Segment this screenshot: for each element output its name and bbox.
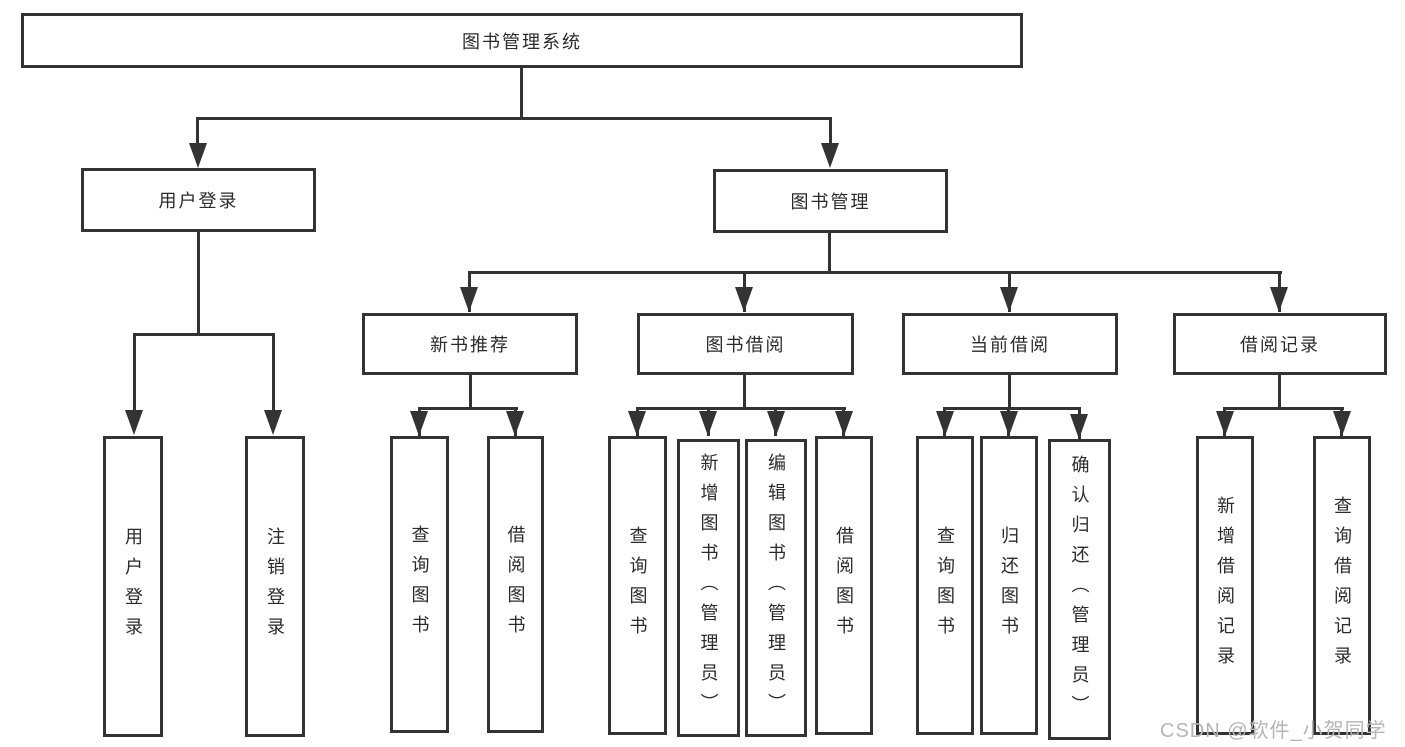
leaf-bb-add-books: 新增图书（管理员）: [677, 439, 740, 737]
connector-book-borrow-stem: [743, 375, 746, 410]
node-borrow-records: 借阅记录: [1173, 313, 1387, 375]
node-book-borrow-label: 图书借阅: [705, 335, 786, 355]
connector-leaf-shaft: [272, 333, 275, 411]
arrow-down-icon: [264, 410, 282, 435]
connector-user-login-shaft: [196, 117, 199, 163]
leaf-nb-borrow-books: 借阅图书: [487, 436, 544, 733]
connector-current-borrow-bus: [944, 407, 1081, 410]
node-root-label: 图书管理系统: [462, 31, 582, 52]
leaf-user-login: 用户登录: [103, 436, 163, 737]
leaf-cb-return-books-label: 归还图书: [999, 525, 1019, 646]
leaf-logout-login-label: 注销登录: [265, 526, 285, 647]
node-borrow-records-label: 借阅记录: [1240, 335, 1320, 355]
node-user-login: 用户登录: [81, 168, 316, 232]
arrow-down-icon: [1270, 287, 1288, 312]
leaf-cb-query-books-label: 查询图书: [935, 525, 955, 646]
leaf-cb-query-books: 查询图书: [916, 436, 974, 735]
arrow-down-icon: [699, 411, 717, 436]
connector-level2-bus: [197, 117, 832, 120]
node-book-management: 图书管理: [713, 169, 948, 233]
leaf-bb-add-books-label: 新增图书（管理员）: [698, 453, 719, 723]
leaf-br-query-record-label: 查询借阅记录: [1332, 495, 1352, 676]
connector-book-mgmt-stem: [828, 233, 831, 274]
arrow-down-icon: [1333, 411, 1351, 436]
arrow-down-icon: [460, 287, 478, 312]
connector-leaf-shaft: [133, 333, 136, 411]
leaf-br-query-record: 查询借阅记录: [1313, 436, 1371, 735]
arrow-down-icon: [189, 143, 207, 168]
node-new-book-recommend-label: 新书推荐: [430, 335, 510, 355]
leaf-bb-edit-books: 编辑图书（管理员）: [745, 439, 807, 737]
connector-book-mgmt-shaft: [829, 117, 832, 163]
connector-borrow-records-bus: [1223, 407, 1344, 410]
node-current-borrow: 当前借阅: [902, 313, 1118, 375]
connector-borrow-records-stem: [1278, 375, 1281, 410]
connector-level3-bus: [468, 271, 1282, 274]
leaf-user-login-label: 用户登录: [123, 526, 143, 647]
watermark: CSDN @软件_小贺同学: [1160, 720, 1387, 742]
leaf-nb-query-books: 查询图书: [390, 436, 449, 733]
leaf-bb-edit-books-label: 编辑图书（管理员）: [766, 453, 786, 723]
node-new-book-recommend: 新书推荐: [362, 313, 578, 375]
arrow-down-icon: [628, 411, 646, 436]
arrow-down-icon: [1000, 287, 1018, 312]
connector-current-borrow-stem: [1008, 375, 1011, 410]
node-user-login-label: 用户登录: [158, 191, 239, 211]
leaf-cb-confirm-return-label: 确认归还（管理员）: [1069, 454, 1090, 725]
leaf-br-add-record: 新增借阅记录: [1196, 436, 1254, 735]
connector-new-book-bus: [418, 407, 518, 410]
arrow-down-icon: [1000, 411, 1018, 436]
leaf-cb-confirm-return: 确认归还（管理员）: [1048, 439, 1111, 740]
node-book-borrow: 图书借阅: [637, 313, 854, 375]
leaf-bb-borrow-books-label: 借阅图书: [834, 525, 854, 646]
arrow-down-icon: [410, 411, 428, 436]
node-root: 图书管理系统: [21, 13, 1023, 68]
leaf-nb-borrow-books-label: 借阅图书: [505, 524, 526, 645]
arrow-down-icon: [936, 411, 954, 436]
leaf-bb-query-books-label: 查询图书: [627, 525, 648, 646]
connector-user-login-stem: [197, 232, 200, 336]
arrow-down-icon: [767, 411, 785, 436]
leaf-br-add-record-label: 新增借阅记录: [1215, 495, 1235, 676]
arrow-down-icon: [1216, 411, 1234, 436]
arrow-down-icon: [125, 410, 143, 435]
node-current-borrow-label: 当前借阅: [970, 335, 1050, 355]
leaf-nb-query-books-label: 查询图书: [409, 524, 430, 645]
connector-new-book-stem: [469, 375, 472, 410]
arrow-down-icon: [735, 287, 753, 312]
arrow-down-icon: [506, 411, 524, 436]
connector-book-borrow-bus: [636, 407, 846, 410]
node-book-management-label: 图书管理: [790, 192, 871, 212]
arrow-down-icon: [1070, 414, 1088, 439]
leaf-bb-query-books: 查询图书: [608, 436, 667, 735]
connector-root-stem: [520, 68, 523, 118]
leaf-logout-login: 注销登录: [245, 436, 305, 737]
leaf-bb-borrow-books: 借阅图书: [815, 436, 873, 735]
leaf-cb-return-books: 归还图书: [980, 436, 1038, 735]
connector-user-login-bus: [133, 333, 275, 336]
arrow-down-icon: [821, 143, 839, 168]
arrow-down-icon: [835, 411, 853, 436]
